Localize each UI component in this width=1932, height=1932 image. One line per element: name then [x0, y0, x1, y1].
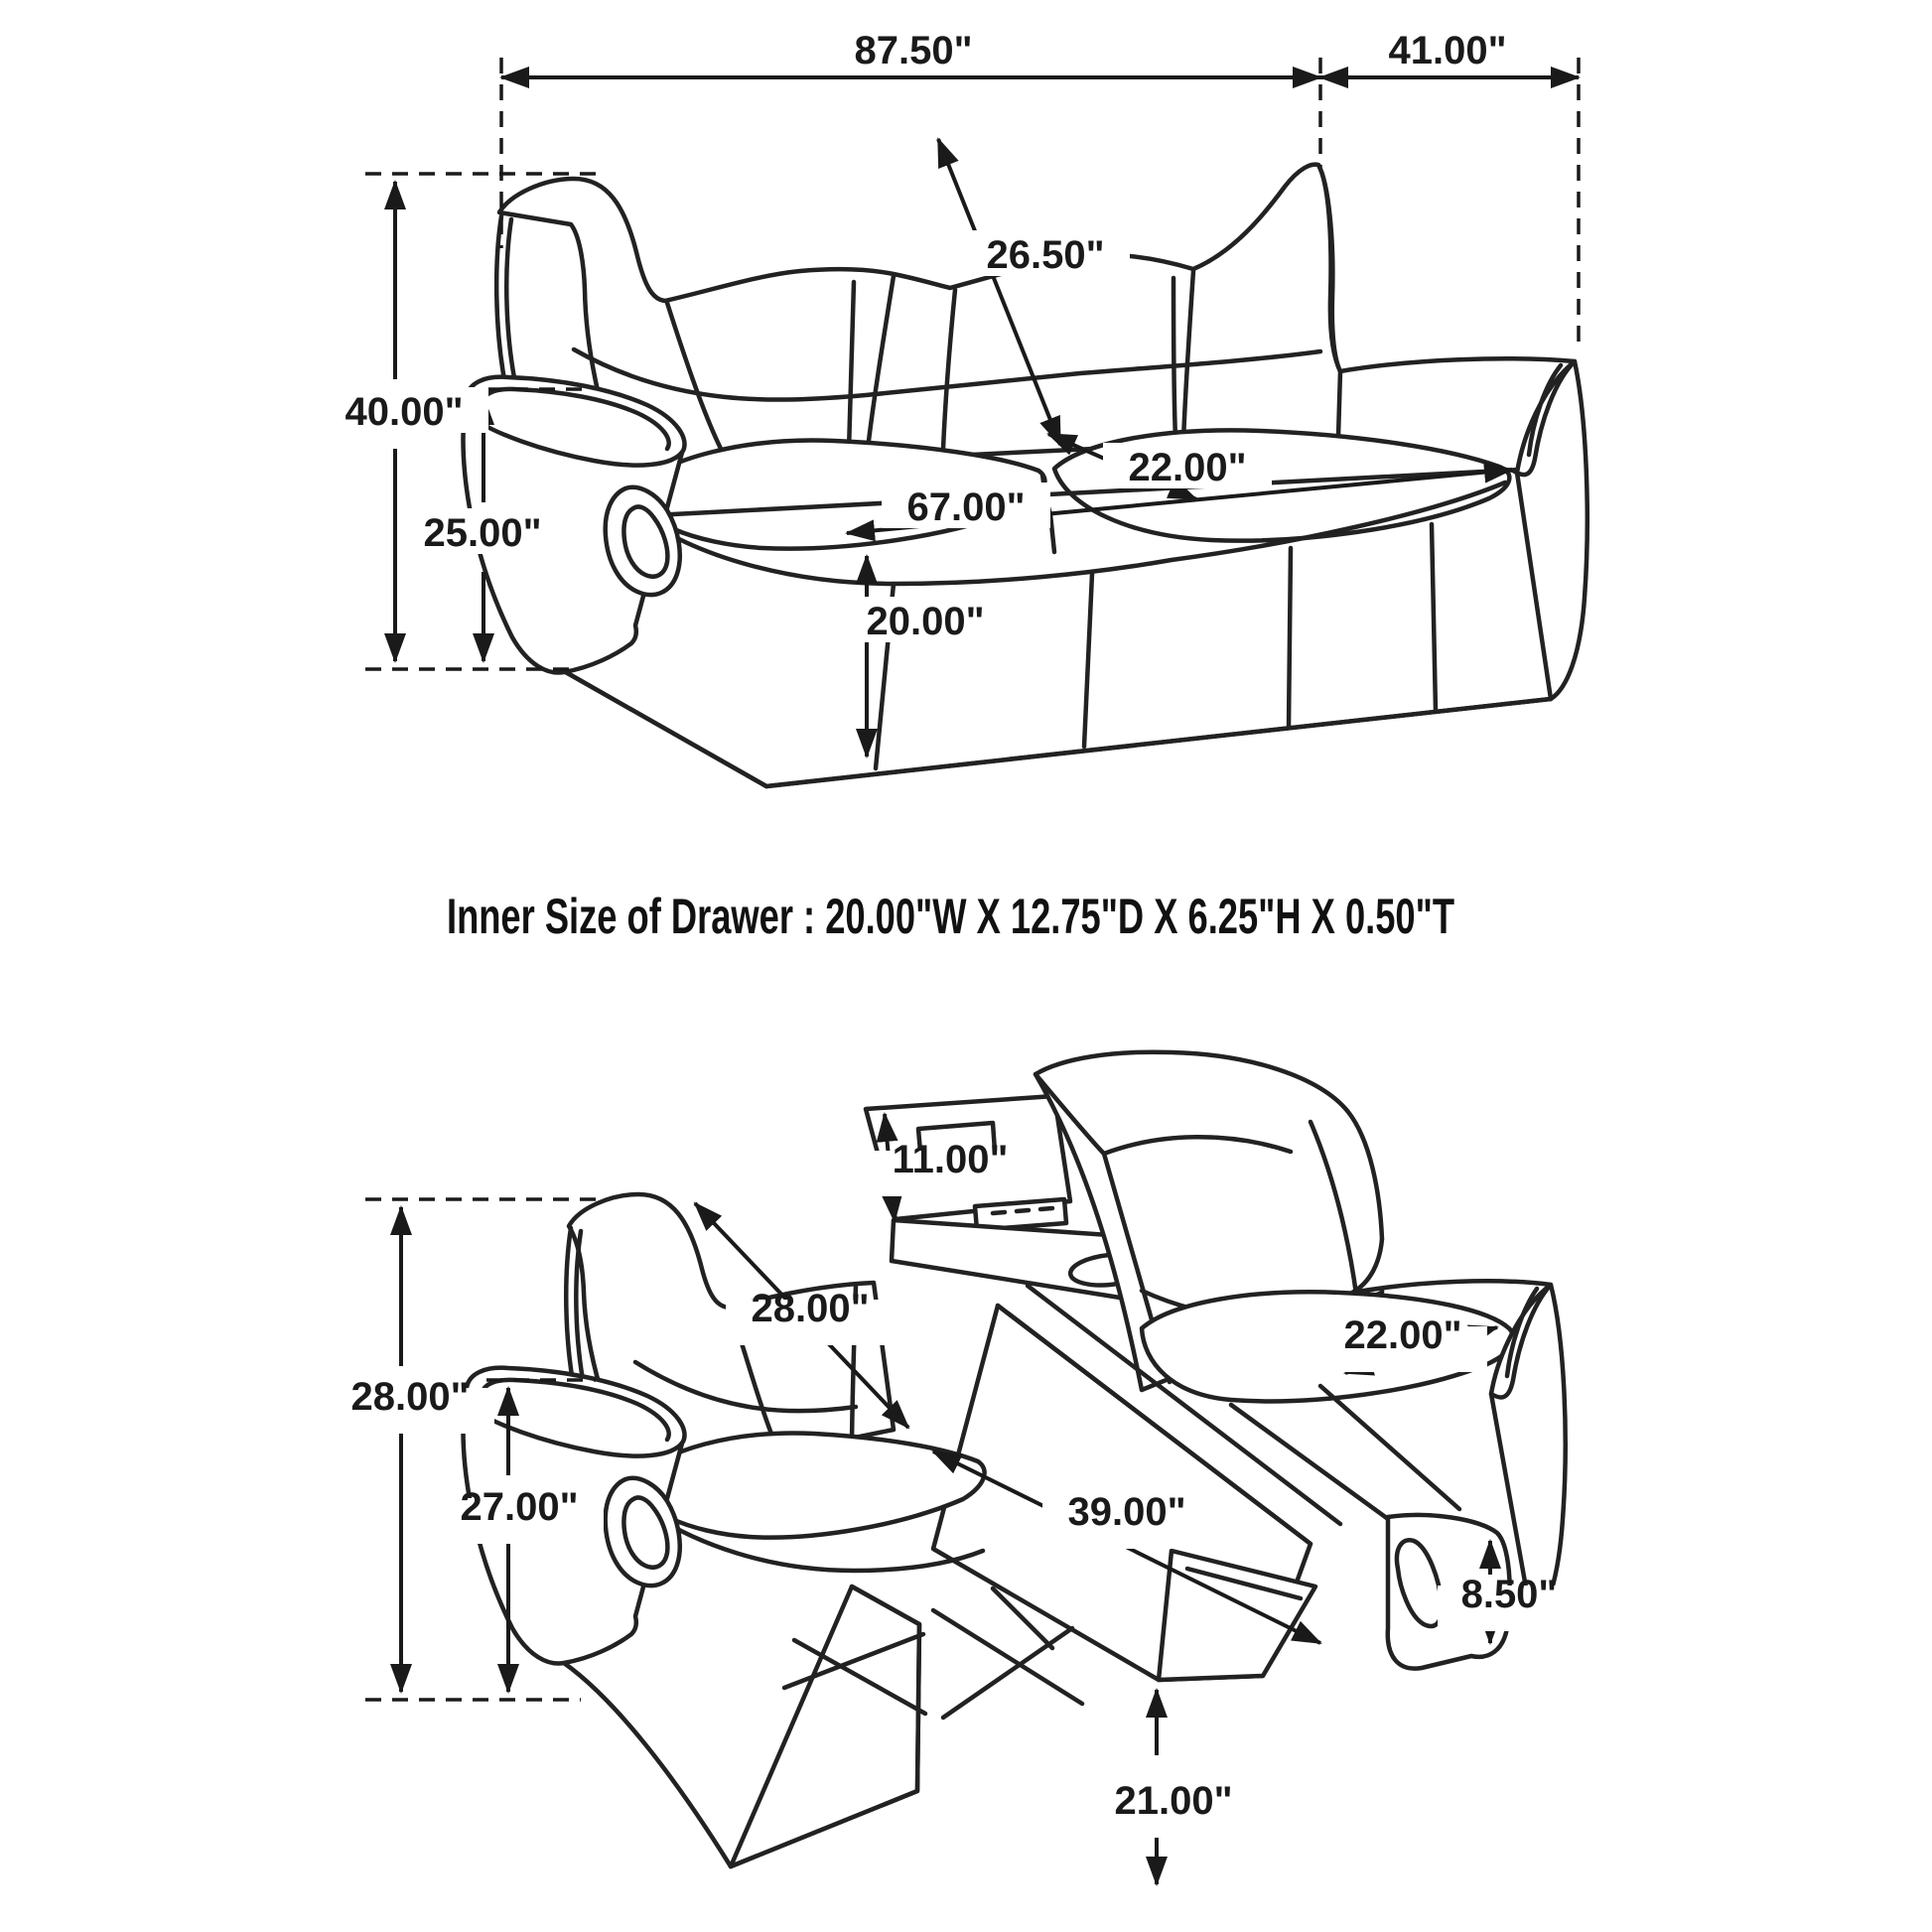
sofa-front-view: 87.50" 41.00" 40.00" 25.00" 26.50" 22.00… — [320, 29, 1590, 789]
reclined-right-arm — [1349, 1238, 1568, 1629]
base-skirt — [561, 464, 1582, 789]
base-seam — [1081, 571, 1095, 750]
dim-seat-depth: 22.00" — [1128, 446, 1246, 489]
dim-footrest-thickness: 8.50" — [1461, 1573, 1558, 1616]
dim-recline-length: 39.00" — [1067, 1490, 1185, 1534]
dim-overall-depth: 41.00" — [1388, 29, 1506, 72]
reclined-left-seat — [628, 1431, 987, 1540]
back-pillow-line — [846, 279, 857, 454]
back-seam — [1180, 268, 1196, 444]
bottom-dimensions: 11.00" 28.00" 28.00" 27.00" 22.00" 39.00… — [326, 1112, 1582, 1886]
right-arm-inner — [1488, 1282, 1554, 1400]
drawer-size-note: Inner Size of Drawer : 20.00"W X 12.75"D… — [447, 889, 1454, 944]
dim-seat-width: 67.00" — [906, 485, 1025, 529]
right-arm-piping — [1504, 1286, 1540, 1379]
base-bottom-edge — [561, 1660, 734, 1869]
recliner-lever-handle — [621, 1495, 670, 1571]
dim-overall-height-reclined: 28.00" — [350, 1375, 469, 1419]
back-pillow-line — [664, 300, 726, 456]
dim-seat-height: 20.00" — [866, 600, 984, 643]
recliner-lever-handle — [621, 504, 670, 580]
dim-console-height: 11.00" — [893, 1138, 1009, 1181]
back-pillow-line — [1101, 1135, 1294, 1157]
dim-arm-height: 25.00" — [423, 511, 541, 555]
dim-overall-width: 87.50" — [854, 29, 972, 72]
dim-seat-depth-reclined: 22.00" — [1343, 1313, 1461, 1357]
left-footrest-down — [728, 1584, 922, 1869]
top-dimensions: 87.50" 41.00" 40.00" 25.00" 26.50" 22.00… — [320, 29, 1581, 759]
right-arm-inner — [1510, 358, 1578, 478]
right-arm — [1315, 163, 1590, 702]
back-piping — [493, 213, 508, 388]
recline-mechanism — [781, 1631, 928, 1717]
dim-back-diagonal: 26.50" — [986, 233, 1104, 277]
base-seam — [1286, 545, 1294, 730]
dim-overall-height: 40.00" — [345, 390, 463, 434]
back-piping — [504, 216, 519, 391]
right-arm-piping — [1526, 362, 1564, 458]
back-pillow-line — [1171, 275, 1178, 442]
dim-footrest-clearance: 21.00" — [1114, 1779, 1232, 1823]
sofa-reclined-view: 11.00" 28.00" 28.00" 27.00" 22.00" 39.00… — [326, 1049, 1582, 1886]
dim-back-diagonal-reclined: 28.00" — [751, 1287, 869, 1330]
base-seam — [1429, 521, 1439, 714]
back-seam — [865, 273, 897, 452]
power-outlets — [990, 1205, 1055, 1216]
dim-arm-height-reclined: 27.00" — [460, 1485, 578, 1529]
right-footrest-edge — [1317, 1383, 1462, 1512]
